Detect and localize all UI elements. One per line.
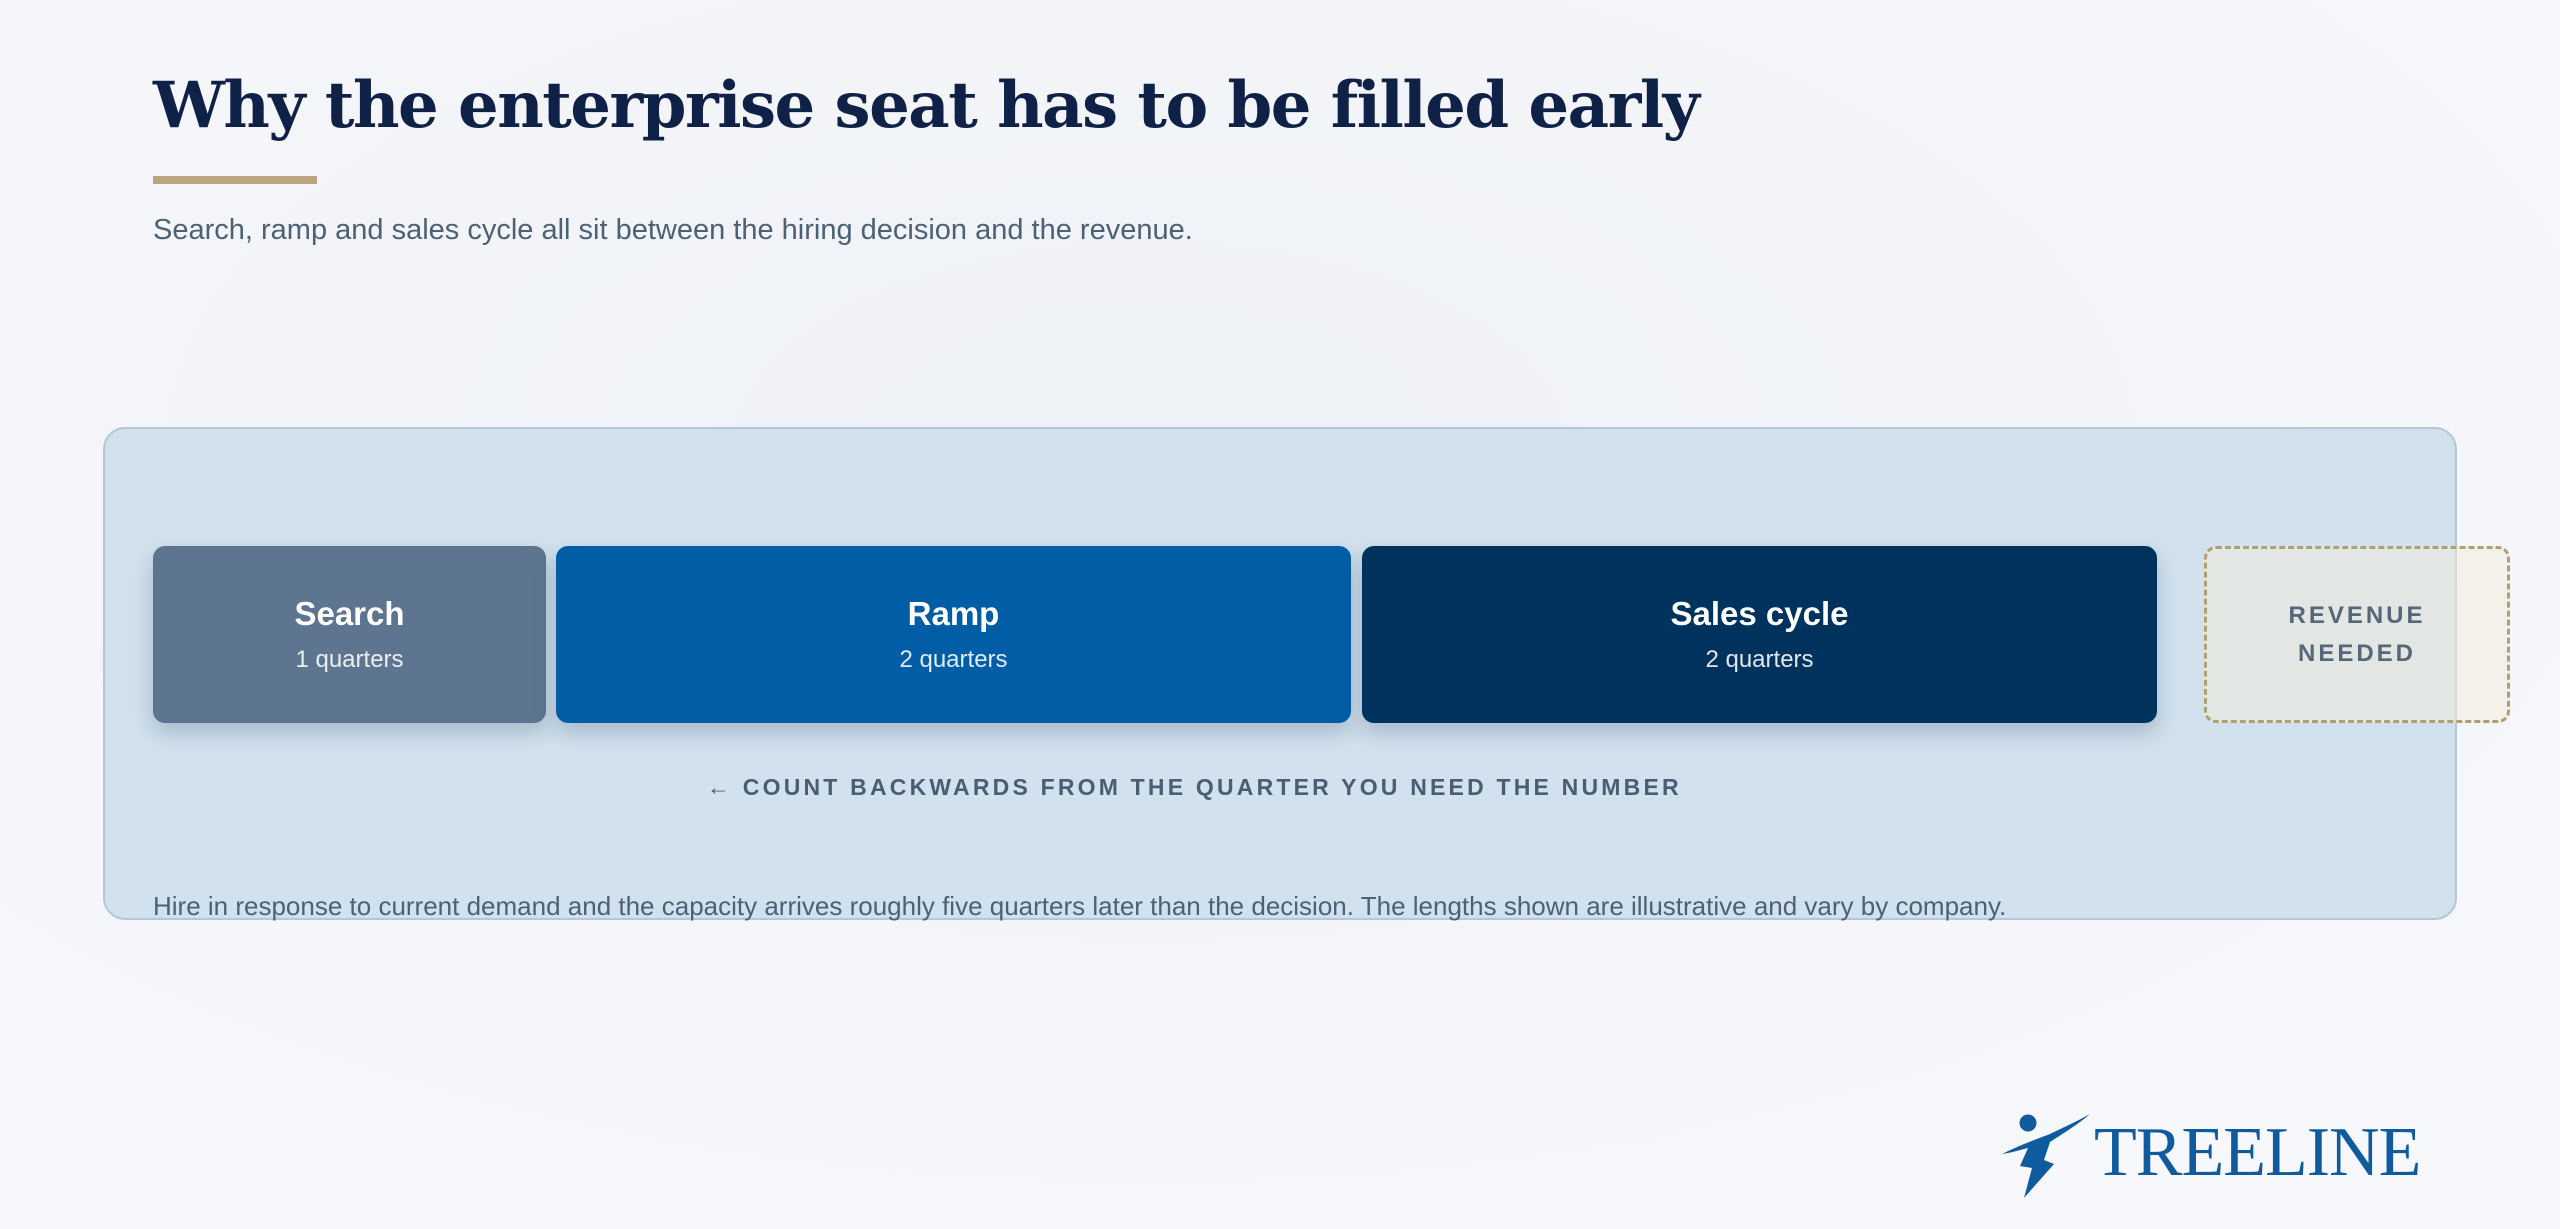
page-title: Why the enterprise seat has to be filled… xyxy=(153,68,1700,143)
stage-sales-cycle-label: Sales cycle xyxy=(1670,595,1849,632)
revenue-needed-target: REVENUE NEEDED xyxy=(2204,546,2510,723)
page-subtitle: Search, ramp and sales cycle all sit bet… xyxy=(153,214,1193,246)
timeline-footnote: Hire in response to current demand and t… xyxy=(153,891,2007,921)
stage-search-duration: 1 quarters xyxy=(295,646,404,673)
count-backwards-caption: ← COUNT BACKWARDS FROM THE QUARTER YOU N… xyxy=(707,774,1682,800)
stage-search-label: Search xyxy=(294,595,405,632)
brand-name: TREELINE xyxy=(2094,1114,2421,1191)
revenue-needed-label: REVENUE NEEDED xyxy=(2288,601,2426,667)
stage-sales-cycle: Sales cycle 2 quarters xyxy=(1362,546,2157,723)
stage-ramp-label: Ramp xyxy=(907,595,1000,632)
leaping-figure-icon xyxy=(2002,1114,2090,1198)
stage-search: Search 1 quarters xyxy=(153,546,546,723)
stage-ramp: Ramp 2 quarters xyxy=(556,546,1351,723)
title-accent-rule xyxy=(153,176,317,184)
treeline-logo: TREELINE xyxy=(1998,1108,2421,1198)
stage-sales-cycle-duration: 2 quarters xyxy=(1705,646,1814,673)
stage-ramp-duration: 2 quarters xyxy=(899,646,1008,673)
